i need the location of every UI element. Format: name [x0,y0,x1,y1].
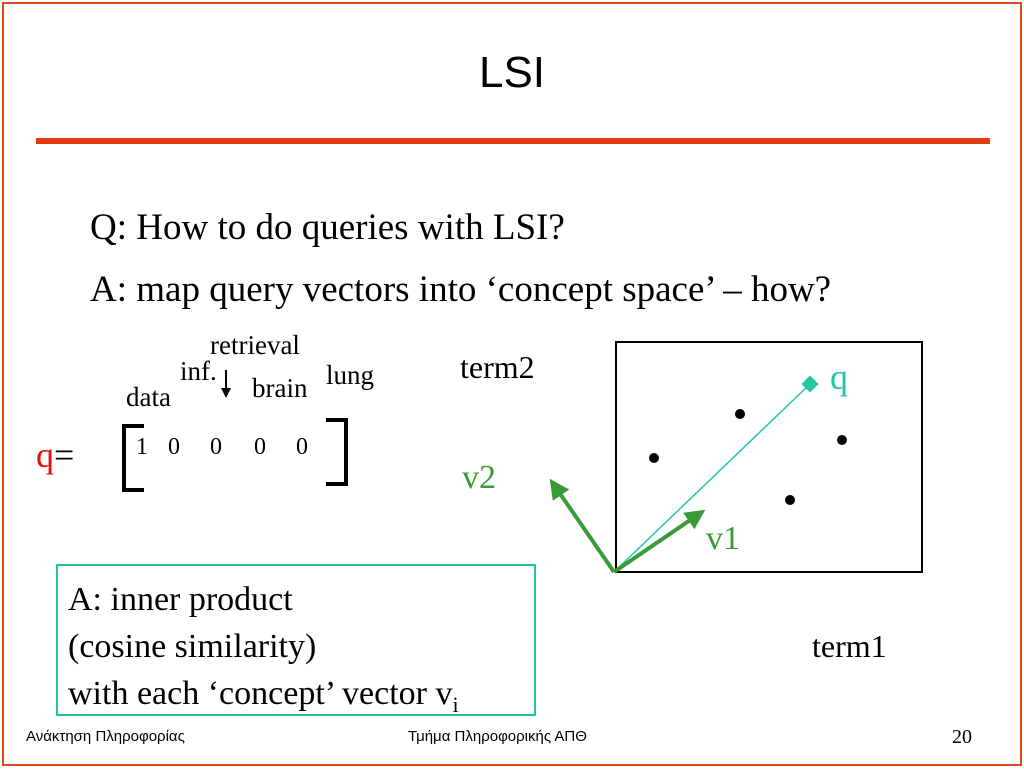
axis-label-term1: term1 [812,628,887,664]
concept-space-diagram [221,341,923,574]
axis-label-term2: term2 [460,349,535,385]
term-label-retrieval: retrieval [210,330,300,360]
concept-vector-v1 [612,509,706,574]
slide-title: LSI [478,48,546,97]
left-bracket [122,424,144,492]
term-label-brain: brain [252,373,308,403]
query-point-marker [801,375,819,393]
document-point [649,453,659,463]
vector-label-v1: v1 [706,520,740,557]
right-bracket [326,418,348,486]
answer-line-3: with each ‘concept’ vector vi [68,670,534,728]
footer-course-name: Ανάκτηση Πληροφορίας [26,728,185,745]
answer-line-3-subscript: i [452,692,459,717]
slide-number: 20 [952,726,972,748]
document-point [735,409,745,419]
answer-line-3-text: with each ‘concept’ vector v [68,675,453,712]
document-point [837,435,847,445]
concept-vector-v2 [549,478,616,574]
query-point-label: q [830,357,848,397]
equals-sign: = [54,435,75,475]
query-symbol: q [36,435,54,475]
answer-bullet: A: map query vectors into ‘concept space… [90,269,832,310]
answer-line-1: A: inner product [68,581,293,618]
question-bullet: Q: How to do queries with LSI? [90,207,565,248]
query-value-3: 0 [210,434,222,460]
query-value-4: 0 [254,434,266,460]
answer-box: A: inner product (cosine similarity) wit… [56,564,536,717]
vector-label-v2: v2 [462,459,496,496]
answer-line-2: (cosine similarity) [68,628,317,665]
term-label-data: data [126,382,171,412]
title-underline [36,138,990,144]
query-value-1: 1 [136,434,148,460]
query-value-5: 0 [296,434,308,460]
query-value-2: 0 [168,434,180,460]
document-point [785,495,795,505]
term-label-lung: lung [326,360,375,390]
plot-frame [615,341,923,573]
query-vector-line [613,383,811,573]
term-label-inf: inf. [180,356,217,386]
query-equation-label: q= [36,434,74,476]
footer-department: Τμήμα Πληροφορικής ΑΠΘ [408,728,587,745]
